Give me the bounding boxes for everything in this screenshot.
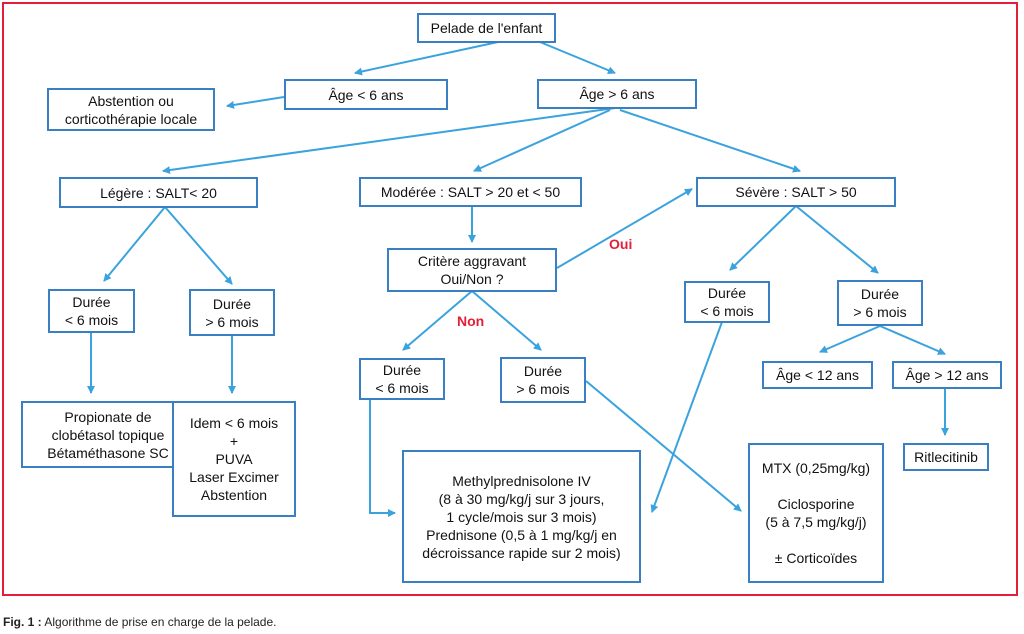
figure-caption: Fig. 1 : Algorithme de prise en charge d… — [3, 615, 277, 629]
arrow-age-gt6-to-legere — [162, 107, 616, 174]
arrow-severe-to-lt6 — [729, 205, 797, 271]
arrow-mod-lt6-to-methyl — [369, 400, 396, 517]
arrow-sev-lt6-to-methyl — [650, 321, 723, 513]
arrow-critere-non-to-gt6 — [471, 290, 542, 351]
node-propionate: Propionate de clobétasol topique Bétamét… — [21, 401, 195, 468]
arrow-critere-non-to-lt6 — [402, 290, 473, 351]
figure-frame — [2, 2, 1018, 596]
node-severe-duree-gt6: Durée > 6 mois — [837, 280, 923, 326]
arrow-age-gt6-to-severe — [619, 109, 801, 173]
label-oui: Oui — [609, 236, 633, 252]
node-severe: Sévère : SALT > 50 — [696, 177, 896, 207]
node-age-lt12: Âge < 12 ans — [762, 361, 873, 389]
arrow-root-to-age-gt6 — [539, 41, 616, 75]
caption-text: Algorithme de prise en charge de la pela… — [41, 615, 277, 629]
node-legere-duree-gt6: Durée > 6 mois — [189, 289, 275, 336]
label-non: Non — [457, 313, 485, 329]
node-mtx: MTX (0,25mg/kg) Ciclosporine (5 à 7,5 mg… — [748, 443, 884, 583]
node-severe-duree-lt6: Durée < 6 mois — [684, 281, 770, 323]
node-moderee: Modérée : SALT > 20 et < 50 — [359, 177, 582, 207]
arrow-sev-gt6-to-age-gt12 — [879, 325, 946, 355]
node-age-gt6: Âge > 6 ans — [537, 79, 697, 109]
arrow-legere-to-lt6 — [103, 206, 166, 282]
node-abstention: Abstention ou corticothérapie locale — [47, 88, 215, 131]
arrow-sev-gt6-to-age-lt12 — [819, 325, 881, 353]
node-idem: Idem < 6 mois + PUVA Laser Excimer Abste… — [172, 401, 296, 517]
node-methylprednisolone: Methylprednisolone IV (8 à 30 mg/kg/j su… — [402, 450, 641, 583]
arrow-age-gt6-to-moderee — [473, 109, 611, 172]
arrow-critere-oui-to-severe — [556, 188, 693, 269]
node-age-gt12: Âge > 12 ans — [892, 361, 1002, 389]
arrow-root-to-age-lt6 — [354, 41, 499, 76]
node-critere: Critère aggravant Oui/Non ? — [387, 248, 557, 292]
node-root: Pelade de l'enfant — [417, 13, 556, 43]
node-moderee-duree-gt6: Durée > 6 mois — [500, 357, 586, 403]
caption-prefix: Fig. 1 : — [3, 615, 42, 629]
node-legere: Légère : SALT< 20 — [59, 177, 258, 208]
node-legere-duree-lt6: Durée < 6 mois — [48, 289, 135, 333]
node-ritlecitinib: Ritlecitinib — [903, 443, 989, 471]
node-moderee-duree-lt6: Durée < 6 mois — [359, 358, 445, 400]
arrow-age-lt6-to-abstention — [226, 96, 285, 109]
node-age-lt6: Âge < 6 ans — [284, 79, 448, 110]
arrow-legere-to-gt6 — [164, 206, 233, 285]
arrow-severe-to-gt6 — [795, 205, 879, 274]
arrow-mod-gt6-to-mtx — [585, 380, 742, 512]
